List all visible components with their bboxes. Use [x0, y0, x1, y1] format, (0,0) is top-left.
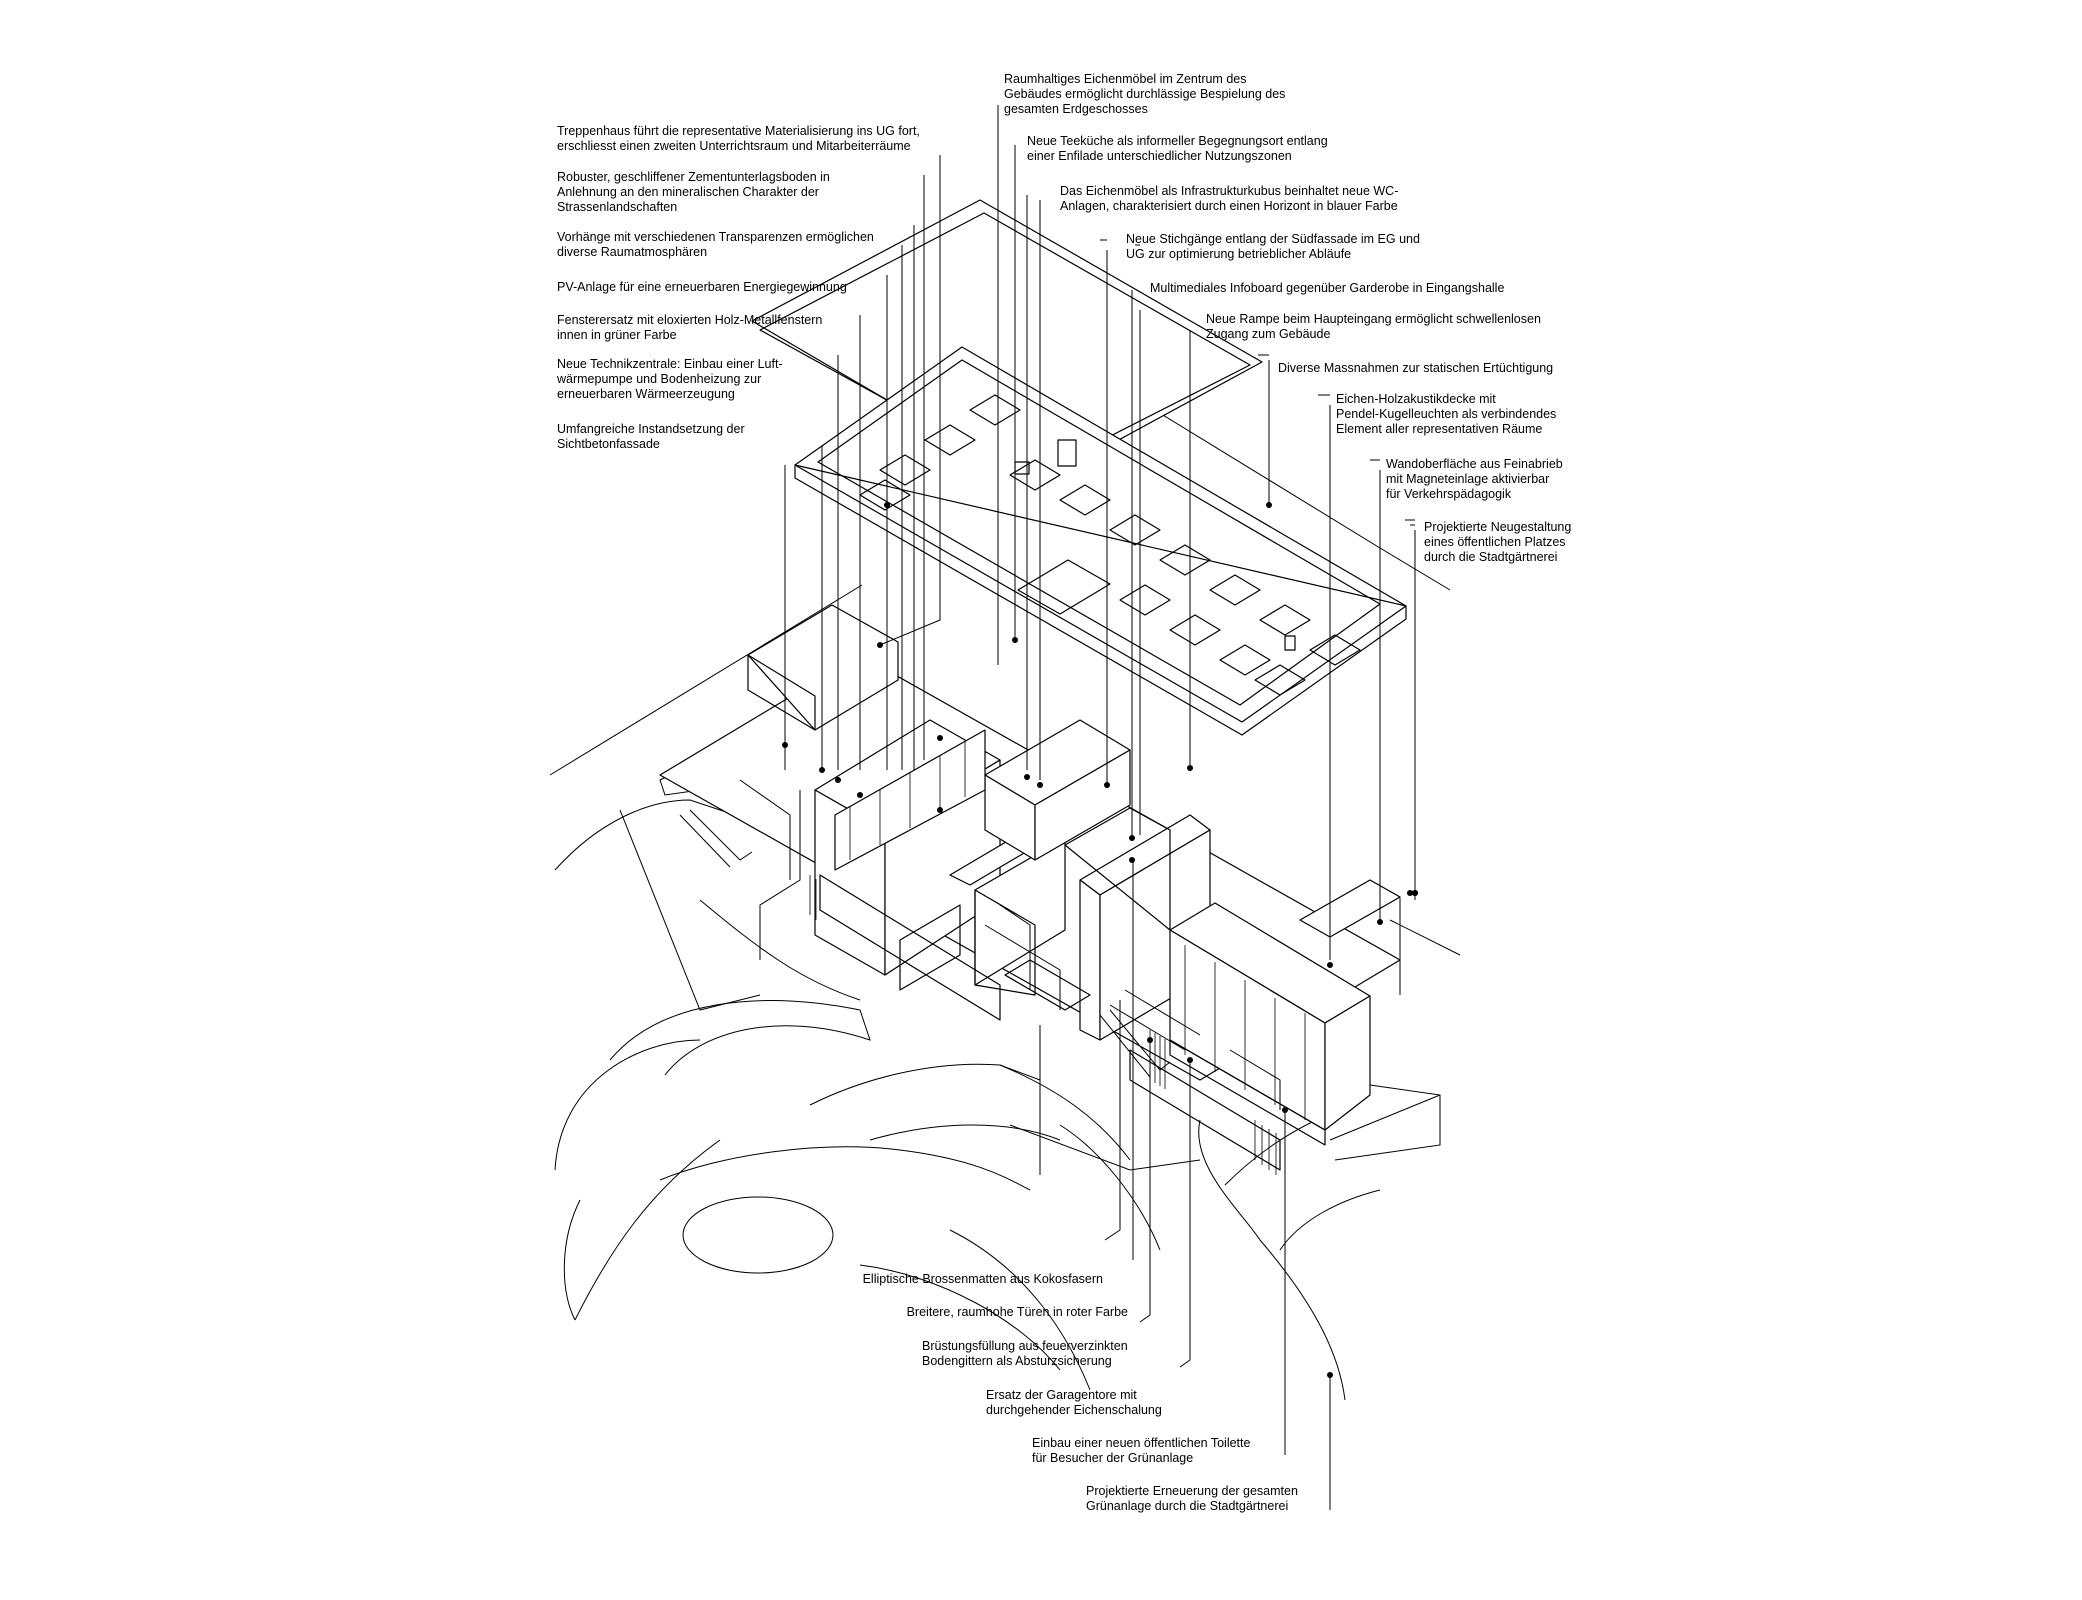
- leader-lines: [784, 105, 1416, 1510]
- annotation-vorhaenge: Vorhänge mit verschiedenen Transparenzen…: [557, 230, 874, 259]
- annotation-stichgaenge: Neue Stichgänge entlang der Südfassade i…: [1126, 232, 1420, 261]
- annotation-fensterersatz: Fensterersatz mit eloxierten Holz-Metall…: [557, 313, 822, 342]
- annotation-brossenmatten: Elliptische Brossenmatten aus Kokosfaser…: [863, 1272, 1103, 1286]
- roof-pv-layer: [751, 199, 1407, 736]
- pv-panels: [859, 394, 1361, 696]
- annotation-teekueche: Neue Teeküche als informeller Begegnungs…: [1027, 134, 1328, 163]
- dot-treppenhaus: [877, 642, 883, 648]
- annotation-infrastrukturkubus: Das Eichenmöbel als Infrastrukturkubus b…: [1060, 184, 1398, 213]
- annotations-left: Treppenhaus führt die representative Mat…: [556, 124, 920, 451]
- annotation-technikzentrale: Neue Technikzentrale: Einbau einer Luft-…: [556, 357, 783, 401]
- annotation-pv-anlage: PV-Anlage für eine erneuerbaren Energieg…: [557, 280, 847, 294]
- annotation-tueren: Breitere, raumhohe Türen in roter Farbe: [907, 1305, 1128, 1319]
- annotation-rampe: Neue Rampe beim Haupteingang ermöglicht …: [1206, 312, 1541, 341]
- leader-dots: [782, 502, 1418, 1378]
- annotation-statik: Diverse Massnahmen zur statischen Ertüch…: [1278, 361, 1553, 375]
- annotations-bottom: Elliptische Brossenmatten aus Kokosfaser…: [863, 1272, 1298, 1513]
- annotation-treppenhaus: Treppenhaus führt die representative Mat…: [557, 124, 920, 153]
- annotation-infoboard: Multimediales Infoboard gegenüber Garder…: [1150, 281, 1504, 295]
- annotation-toilette: Einbau einer neuen öffentlichen Toilette…: [1032, 1436, 1251, 1465]
- annotation-zementboden: Robuster, geschliffener Zementunterlagsb…: [557, 170, 830, 214]
